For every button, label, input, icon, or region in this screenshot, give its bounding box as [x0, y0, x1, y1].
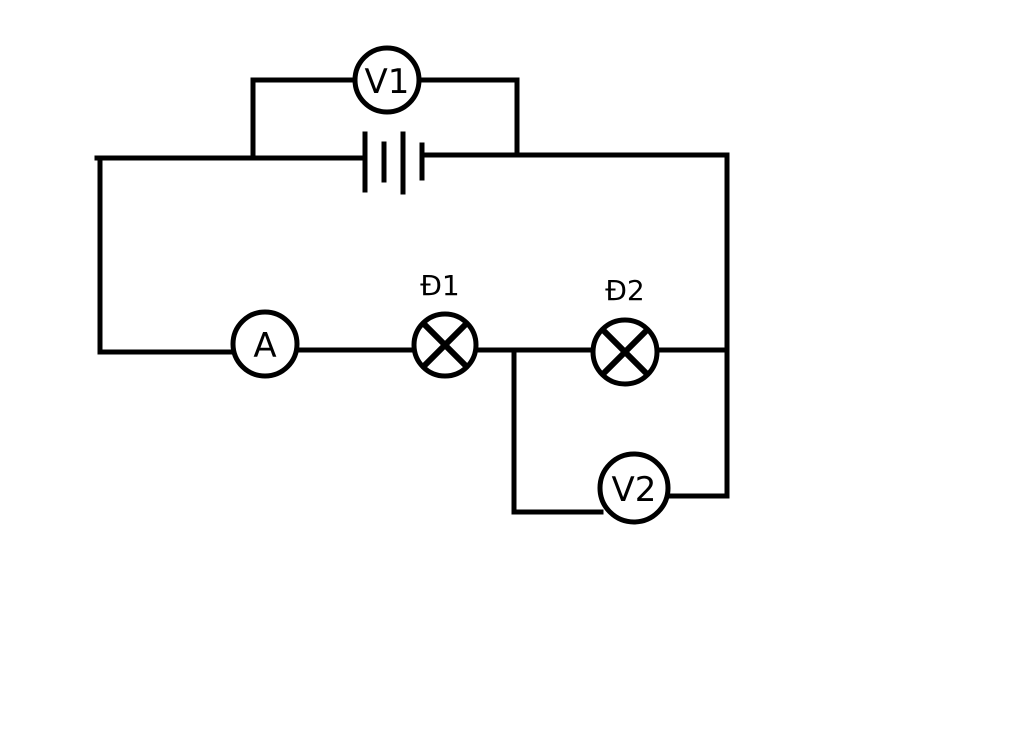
bulb-2-cross-b — [601, 328, 649, 376]
bulb-1-cross-b — [422, 322, 468, 368]
ammeter-label: A — [253, 326, 276, 366]
voltmeter-2: V2 — [597, 451, 671, 525]
voltmeter-1-ring — [352, 45, 422, 115]
ammeter: A — [230, 309, 300, 379]
voltmeter-2-ring — [597, 451, 671, 525]
voltmeter-2-label: V2 — [612, 470, 657, 510]
bulb-1: Đ1 — [411, 269, 479, 379]
ammeter-ring — [230, 309, 300, 379]
bulb-1-label: Đ1 — [420, 269, 460, 302]
voltmeter-1-label: V1 — [365, 62, 410, 102]
battery-symbol — [362, 131, 425, 195]
voltmeter-1: V1 — [352, 45, 422, 115]
bulb-2: Đ2 — [590, 274, 660, 387]
wires — [94, 77, 730, 515]
bulb-2-label: Đ2 — [605, 274, 645, 307]
